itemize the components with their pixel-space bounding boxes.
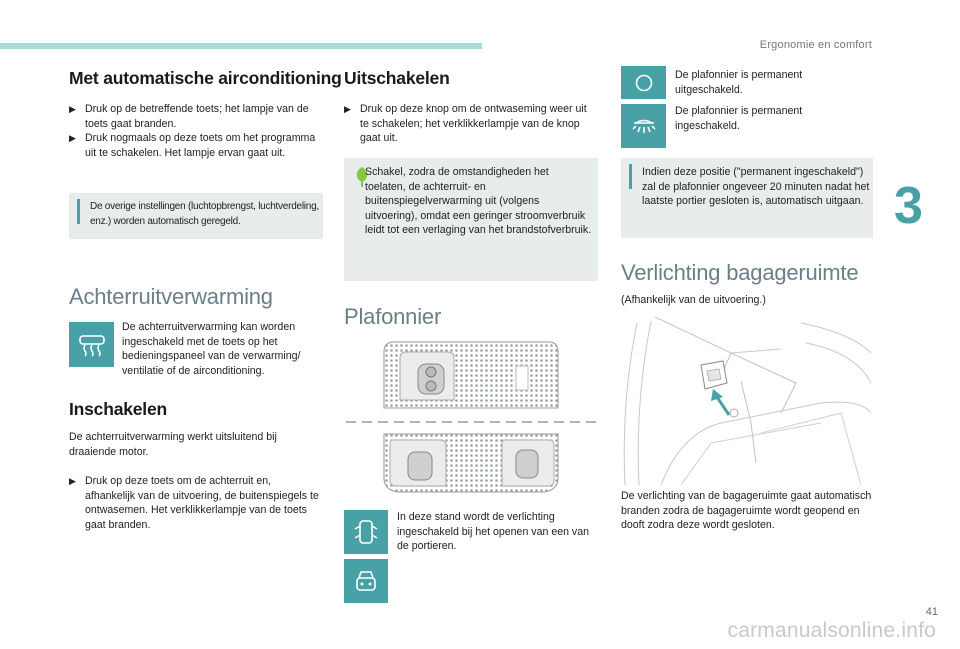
door-closed-icon bbox=[344, 559, 388, 603]
page-number: 41 bbox=[925, 606, 938, 618]
eco-note: Schakel, zodra de omstandigheden het toe… bbox=[344, 158, 598, 281]
info-icon-dot bbox=[629, 164, 632, 167]
chapter-number: 3 bbox=[894, 177, 923, 235]
on-mode-text: De plafonnier is permanent ingeschakeld. bbox=[675, 105, 803, 132]
ac-bullet-2: Druk nogmaals op deze toets om het progr… bbox=[85, 132, 316, 159]
watermark: carmanualsonline.info bbox=[727, 619, 936, 642]
ac-bullet-1: Druk op de betreffende toets; het lampje… bbox=[85, 103, 309, 130]
rear-defrost-title: Achterruitverwarming bbox=[69, 284, 273, 309]
list-item: ▶ Druk nogmaals op deze toets om het pro… bbox=[69, 131, 323, 160]
list-item: ▶ Druk op deze toets om de achterruit en… bbox=[69, 474, 323, 532]
switch-on-text: De achterruitverwarming werkt uitsluiten… bbox=[69, 431, 277, 458]
switch-on-title: Inschakelen bbox=[69, 399, 167, 419]
switch-on-bullet-text: Druk op deze toets om de achterruit en, … bbox=[85, 475, 319, 531]
off-mode-icon bbox=[621, 66, 666, 99]
switch-off-title: Uitschakelen bbox=[344, 68, 450, 88]
bullet-icon: ▶ bbox=[69, 476, 76, 486]
trunk-light-subtitle: (Afhankelijk van de uitvoering.) bbox=[621, 294, 766, 306]
section-title: Ergonomie en comfort bbox=[759, 39, 872, 51]
ac-title: Met automatische airconditioning bbox=[69, 68, 342, 88]
list-item: ▶ Druk op deze knop om de ontwaseming we… bbox=[344, 102, 598, 146]
info-icon-dot bbox=[77, 199, 80, 202]
ac-note-text: De overige instellingen (luchtopbrengst,… bbox=[90, 201, 319, 227]
off-mode-text: De plafonnier is permanent uitgeschakeld… bbox=[675, 69, 803, 96]
auto-off-note: Indien deze positie ("permanent ingescha… bbox=[621, 158, 873, 238]
rear-defrost-text: De achterruitverwarming kan worden inges… bbox=[122, 321, 301, 377]
switch-off-bullet-text: Druk op deze knop om de ontwaseming weer… bbox=[360, 103, 587, 145]
ac-bullet-list: ▶ Druk op de betreffende toets; het lamp… bbox=[69, 102, 323, 160]
list-item: ▶ Druk op de betreffende toets; het lamp… bbox=[69, 102, 323, 131]
on-mode-icon bbox=[621, 104, 666, 148]
trunk-light-text: De verlichting van de bagageruimte gaat … bbox=[621, 490, 872, 532]
door-mode-icon bbox=[344, 510, 388, 554]
ceiling-light-illustration bbox=[346, 341, 596, 493]
bullet-icon: ▶ bbox=[69, 104, 76, 114]
switch-off-bullet: ▶ Druk op deze knop om de ontwaseming we… bbox=[344, 102, 598, 146]
header-accent-bar bbox=[0, 43, 482, 49]
trunk-illustration bbox=[623, 316, 872, 485]
info-icon bbox=[629, 167, 632, 189]
trunk-light-title: Verlichting bagageruimte bbox=[621, 260, 859, 285]
info-icon bbox=[77, 202, 80, 224]
plafonnier-title: Plafonnier bbox=[344, 304, 442, 329]
auto-off-text: Indien deze positie ("permanent ingescha… bbox=[642, 166, 870, 208]
ac-info-note: De overige instellingen (luchtopbrengst,… bbox=[69, 193, 323, 239]
leaf-icon bbox=[356, 167, 368, 187]
switch-on-bullet: ▶ Druk op deze toets om de achterruit en… bbox=[69, 474, 323, 532]
rear-defrost-icon bbox=[69, 322, 114, 367]
bullet-icon: ▶ bbox=[69, 133, 76, 144]
eco-note-text: Schakel, zodra de omstandigheden het toe… bbox=[365, 166, 592, 237]
bullet-icon: ▶ bbox=[344, 104, 351, 114]
door-mode-text: In deze stand wordt de verlichting inges… bbox=[397, 511, 590, 553]
